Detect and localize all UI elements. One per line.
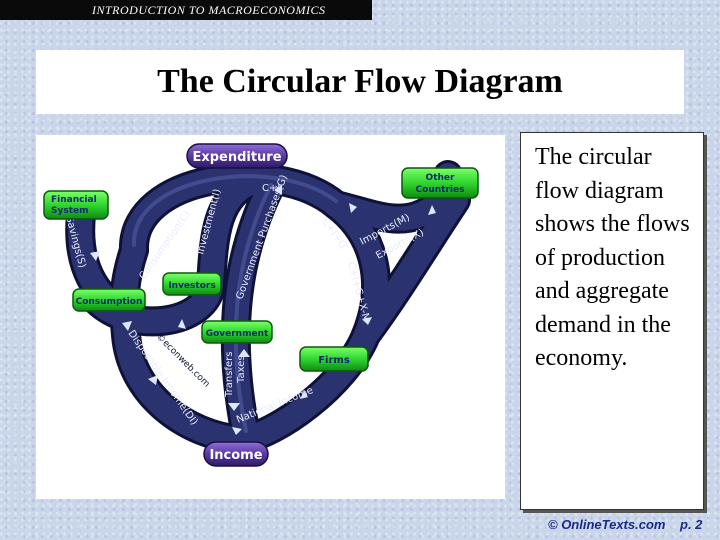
label-transfers: Transfers (224, 352, 235, 398)
description-text: The circular flow diagram shows the flow… (535, 141, 701, 376)
course-banner: INTRODUCTION TO MACROECONOMICS (0, 0, 372, 20)
income-label: Income (209, 448, 262, 463)
financial-label-line2: System (51, 206, 89, 216)
financial-label-line1: Financial (51, 195, 97, 205)
page-number: p. 2 (680, 517, 702, 532)
expenditure-label: Expenditure (192, 150, 281, 165)
label-taxes: Taxes (236, 355, 247, 384)
consumption-label: Consumption (76, 297, 143, 307)
diagram-svg: Consumption(C) Investment(I) C+I Governm… (36, 135, 505, 499)
financial-system-box: Financial System (44, 191, 108, 219)
description-panel: The circular flow diagram shows the flow… (520, 132, 704, 510)
government-label: Government (206, 329, 269, 339)
other-label-line2: Countries (416, 185, 465, 195)
slide-title: The Circular Flow Diagram (36, 50, 684, 114)
title-box: The Circular Flow Diagram (36, 50, 684, 114)
investors-box: Investors (163, 273, 221, 295)
expenditure-box: Expenditure (187, 144, 287, 168)
firms-label: Firms (318, 355, 350, 366)
firms-box: Firms (300, 347, 368, 371)
other-label-line1: Other (426, 173, 455, 183)
circular-flow-diagram: Consumption(C) Investment(I) C+I Governm… (36, 135, 505, 499)
other-countries-box: Other Countries (402, 168, 478, 198)
footer-copyright: © OnlineTexts.com (548, 517, 665, 532)
consumption-box: Consumption (73, 289, 145, 311)
government-box: Government (202, 321, 272, 343)
investors-label: Investors (168, 281, 215, 291)
income-box: Income (204, 442, 268, 466)
course-title: INTRODUCTION TO MACROECONOMICS (92, 3, 325, 17)
